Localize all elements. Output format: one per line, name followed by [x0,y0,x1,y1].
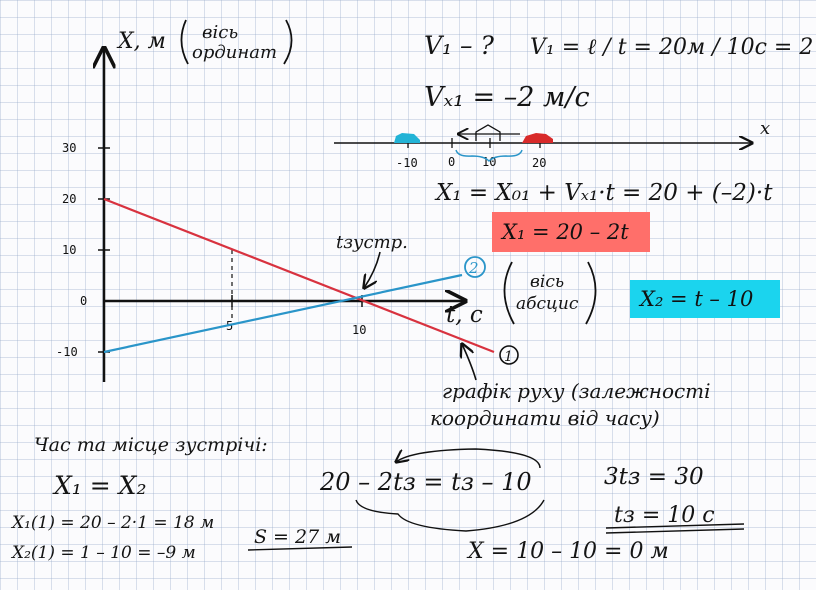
line-2-marker-circle [464,256,486,278]
y-tick-10: 10 [62,243,76,257]
transfer-brace-bottom [355,499,545,532]
distance-underline [247,546,353,551]
equation-notes: X₁ = X₀₁ + Vₓ₁·t = 20 + (–2)·t [434,180,773,206]
equal-coordinates: X₁ = X₂ [52,471,146,500]
x-axis-note-1: вісь [530,272,564,292]
v1-question: V₁ – ? [424,31,494,60]
x-axis-note-2: абсцис [516,294,579,314]
transfer-arrow-top [396,448,541,469]
vx1-value: Vₓ₁ = –2 м/с [424,82,590,113]
coordinate-graph: X, м вісь ординат 30 20 10 0 -10 5 10 1 … [56,19,711,430]
distance-result: S = 27 м [254,526,341,548]
red-car-icon [522,133,553,143]
equation-1-highlight-text: X₁ = 20 – 2t [502,220,629,244]
meeting-solution: Час та місце зустрічі: X₁ = X₂ X₁(1) = 2… [10,434,745,564]
y-tick-30: 30 [62,141,76,155]
solve-time-underline-2 [605,528,745,534]
line-1-marker: 1 [504,349,513,365]
y-axis-note-bracket [180,19,293,65]
blue-car-icon [394,133,420,143]
y-tick-neg10: -10 [56,345,78,359]
x-axis-note-bracket [503,261,597,325]
line-1-marker-circle [499,345,519,365]
y-tick-20: 20 [62,192,76,206]
graph-caption-1: графік руху (залежності [442,379,711,403]
solve-time: tз = 10 с [614,503,715,528]
y-axis-note-2: ординат [192,42,277,63]
line-1-red [103,197,495,354]
graph-caption-2: координати від часу) [430,406,660,430]
equation-1-highlight: X₁ = 20 – 2t [492,212,650,252]
number-line-label: x [760,118,770,139]
meeting-heading: Час та місце зустрічі: [34,434,268,456]
velocity-notes: V₁ – ? V₁ = ℓ / t = 20м / 10с = 2 м/с Vₓ… [424,31,816,113]
house-icon [475,124,501,141]
line-2-marker: 2 [468,259,479,277]
line-2-blue [103,273,463,354]
meet-time-arrow [364,251,381,288]
y-axis-label: X, м [116,29,166,54]
position-check-1: X₁(1) = 20 – 2·1 = 18 м [10,513,214,533]
num-tick-20: 20 [532,156,546,170]
position-check-2: X₂(1) = 1 – 10 = –9 м [10,543,196,563]
number-line-sketch: x -10 0 10 20 [334,118,770,170]
solve-step: 3tз = 30 [604,464,704,490]
x-axis-label: t, c [446,302,483,328]
y-axis-note-1: вісь [202,22,238,43]
y-tick-0: 0 [80,294,87,308]
equation-2-highlight-text: X₂ = t – 10 [640,287,754,311]
equation-1: X₁ = X₀₁ + Vₓ₁·t = 20 + (–2)·t [434,180,773,206]
solve-time-underline-1 [605,523,745,529]
caption-arrow [462,344,477,381]
solve-position: X = 10 – 10 = 0 м [466,539,669,564]
num-tick-neg10: -10 [396,156,418,170]
x-tick-10: 10 [352,323,366,337]
num-tick-0: 0 [448,155,455,169]
v1-formula: V₁ = ℓ / t = 20м / 10с = 2 м/с [530,35,816,60]
equation-2-highlight: X₂ = t – 10 [630,280,780,318]
meet-time-label: tзустр. [336,232,408,253]
number-line-brace [455,149,523,162]
solve-equation: 20 – 2tз = tз – 10 [319,468,532,496]
